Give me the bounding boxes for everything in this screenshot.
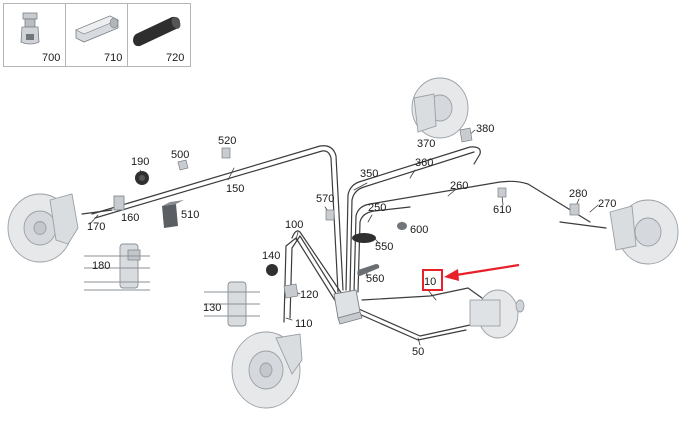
brake-disc-rear-top (411, 77, 469, 139)
inset-cell-720[interactable]: 720 (128, 4, 190, 66)
distributor-block (333, 289, 363, 325)
hex-union-nut-icon (75, 15, 119, 43)
callout-500[interactable]: 500 (171, 149, 190, 161)
sleeve-560 (357, 264, 380, 276)
callout-350[interactable]: 350 (360, 168, 379, 180)
inset-label-710: 710 (104, 52, 123, 64)
bracket-380 (459, 127, 473, 143)
callout-160[interactable]: 160 (121, 212, 140, 224)
callout-100[interactable]: 100 (285, 219, 304, 231)
callout-260[interactable]: 260 (450, 180, 469, 192)
callout-570[interactable]: 570 (316, 193, 335, 205)
block-510 (162, 200, 184, 228)
bracket-280 (569, 203, 580, 216)
callout-270[interactable]: 270 (598, 198, 617, 210)
caliper-180 (84, 243, 150, 291)
clip-520 (221, 147, 231, 159)
callout-120[interactable]: 120 (300, 289, 319, 301)
highlight-arrow (444, 263, 520, 281)
callout-10[interactable]: 10 (424, 276, 437, 288)
rubber-sleeve-icon (133, 16, 181, 47)
callout-600[interactable]: 600 (410, 224, 429, 236)
grommet-550 (352, 233, 376, 243)
callout-360[interactable]: 360 (415, 157, 434, 169)
inset-label-720: 720 (166, 52, 185, 64)
callout-610[interactable]: 610 (493, 204, 512, 216)
inset-label-700: 700 (42, 52, 61, 64)
callout-50[interactable]: 50 (412, 346, 425, 358)
callout-510[interactable]: 510 (181, 209, 200, 221)
callout-140[interactable]: 140 (262, 250, 281, 262)
callout-170[interactable]: 170 (87, 221, 106, 233)
clip-500 (177, 159, 189, 171)
callout-520[interactable]: 520 (218, 135, 237, 147)
grommet-140 (266, 264, 278, 276)
callout-380[interactable]: 380 (476, 123, 495, 135)
highlight-box (422, 269, 443, 291)
clip-610 (497, 187, 507, 198)
callout-550[interactable]: 550 (375, 241, 394, 253)
callout-180[interactable]: 180 (92, 260, 111, 272)
plug-600 (397, 222, 407, 230)
inset-parts-panel: 700 710 720 (3, 3, 191, 67)
caliper-130 (204, 281, 260, 327)
callout-110[interactable]: 110 (295, 318, 313, 330)
inset-cell-700[interactable]: 700 (4, 4, 66, 66)
callout-190[interactable]: 190 (131, 156, 150, 168)
brake-disc-rear-right (609, 199, 679, 265)
bracket-120 (283, 283, 299, 299)
callout-280[interactable]: 280 (569, 188, 588, 200)
callout-150[interactable]: 150 (226, 183, 245, 195)
brake-disc-front-left (7, 193, 79, 263)
clip-570 (325, 209, 335, 221)
callout-370[interactable]: 370 (417, 138, 436, 150)
grommet-190 (135, 171, 149, 185)
callout-130[interactable]: 130 (203, 302, 222, 314)
bracket-160 (113, 195, 125, 211)
brake-disc-front-right (231, 331, 303, 409)
inset-cell-710[interactable]: 710 (66, 4, 128, 66)
callout-560[interactable]: 560 (366, 273, 385, 285)
brake-booster (469, 289, 525, 339)
bleed-screw-icon (20, 12, 40, 45)
callout-250[interactable]: 250 (368, 202, 387, 214)
